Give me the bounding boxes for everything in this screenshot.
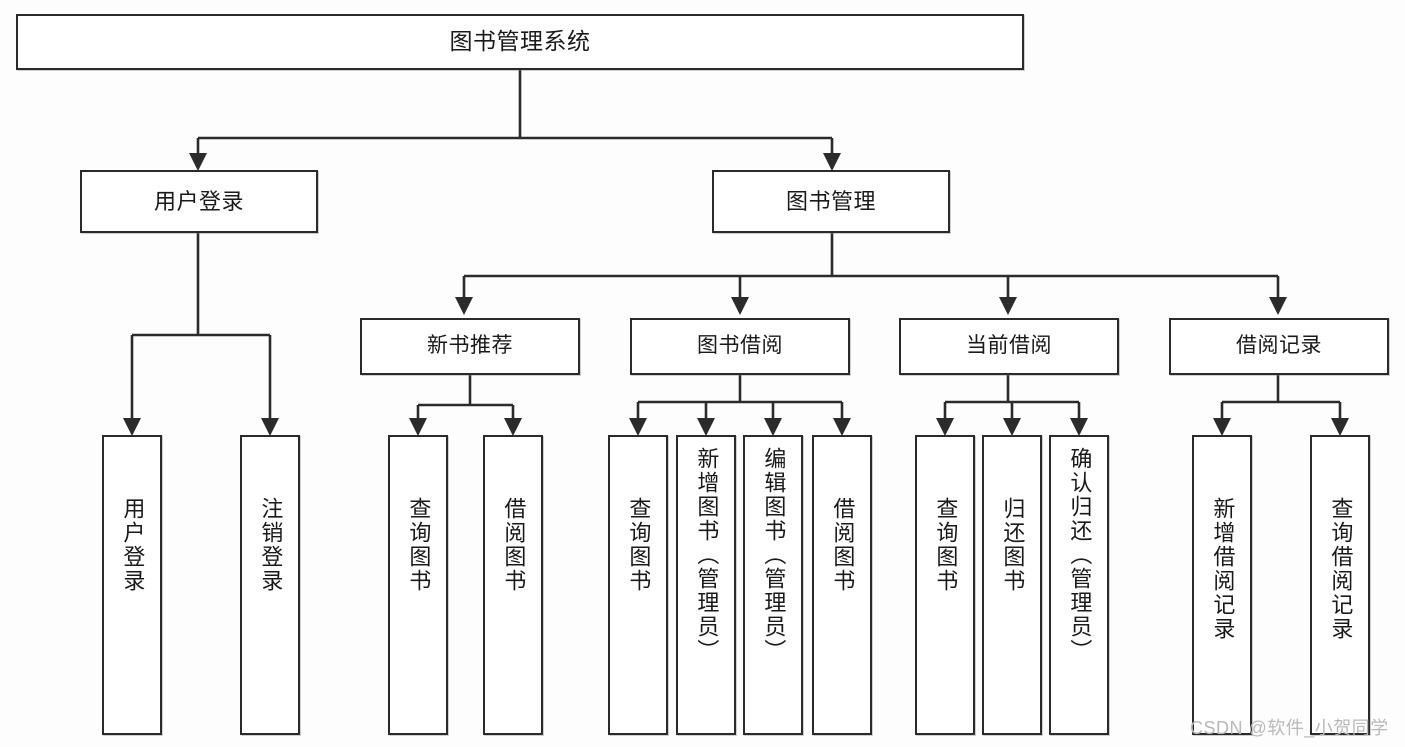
node-leaf-borrow-book-1[interactable]: 借阅图书	[483, 435, 543, 735]
node-current-borrow-label: 当前借阅	[966, 334, 1052, 358]
node-user-login[interactable]: 用户登录	[80, 170, 318, 233]
node-leaf-query-book-2-label: 查询图书	[626, 497, 652, 593]
node-leaf-query-book-2[interactable]: 查询图书	[608, 435, 668, 735]
node-leaf-logout-label: 注销登录	[258, 497, 284, 593]
node-book-borrow-label: 图书借阅	[697, 334, 783, 358]
node-leaf-query-record-label: 查询借阅记录	[1328, 497, 1354, 641]
node-leaf-add-record-label: 新增借阅记录	[1210, 497, 1236, 641]
node-borrow-record-label: 借阅记录	[1236, 334, 1322, 358]
node-book-management[interactable]: 图书管理	[712, 170, 950, 233]
node-borrow-record[interactable]: 借阅记录	[1169, 318, 1389, 375]
node-leaf-edit-book-label: 编辑图书（管理员）	[761, 447, 787, 663]
node-leaf-query-record[interactable]: 查询借阅记录	[1310, 435, 1370, 735]
node-root[interactable]: 图书管理系统	[16, 14, 1024, 70]
node-leaf-borrow-book-1-label: 借阅图书	[501, 497, 527, 593]
node-leaf-confirm-return[interactable]: 确认归还（管理员）	[1049, 435, 1109, 735]
node-book-borrow[interactable]: 图书借阅	[630, 318, 850, 375]
node-leaf-return-book-label: 归还图书	[1000, 497, 1026, 593]
node-new-book-recommend-label: 新书推荐	[427, 334, 513, 358]
node-leaf-add-record[interactable]: 新增借阅记录	[1192, 435, 1252, 735]
node-leaf-add-book-label: 新增图书（管理员）	[694, 447, 720, 663]
node-leaf-logout[interactable]: 注销登录	[240, 435, 300, 735]
node-leaf-add-book[interactable]: 新增图书（管理员）	[676, 435, 736, 735]
node-leaf-user-login[interactable]: 用户登录	[102, 435, 162, 735]
node-leaf-confirm-return-label: 确认归还（管理员）	[1067, 447, 1093, 663]
node-book-management-label: 图书管理	[785, 188, 876, 214]
node-leaf-borrow-book-2[interactable]: 借阅图书	[812, 435, 872, 735]
node-leaf-query-book-1-label: 查询图书	[406, 497, 432, 593]
node-leaf-query-book-1[interactable]: 查询图书	[388, 435, 448, 735]
node-leaf-return-book[interactable]: 归还图书	[982, 435, 1042, 735]
node-leaf-edit-book[interactable]: 编辑图书（管理员）	[743, 435, 803, 735]
node-new-book-recommend[interactable]: 新书推荐	[360, 318, 580, 375]
node-user-login-label: 用户登录	[153, 188, 244, 214]
node-leaf-borrow-book-2-label: 借阅图书	[830, 497, 856, 593]
csdn-watermark: CSDN @软件_小贺同学	[1190, 718, 1389, 738]
node-leaf-query-book-3-label: 查询图书	[933, 497, 959, 593]
node-root-label: 图书管理系统	[449, 28, 591, 55]
node-leaf-user-login-label: 用户登录	[120, 497, 146, 593]
node-leaf-query-book-3[interactable]: 查询图书	[915, 435, 975, 735]
node-current-borrow[interactable]: 当前借阅	[899, 318, 1119, 375]
